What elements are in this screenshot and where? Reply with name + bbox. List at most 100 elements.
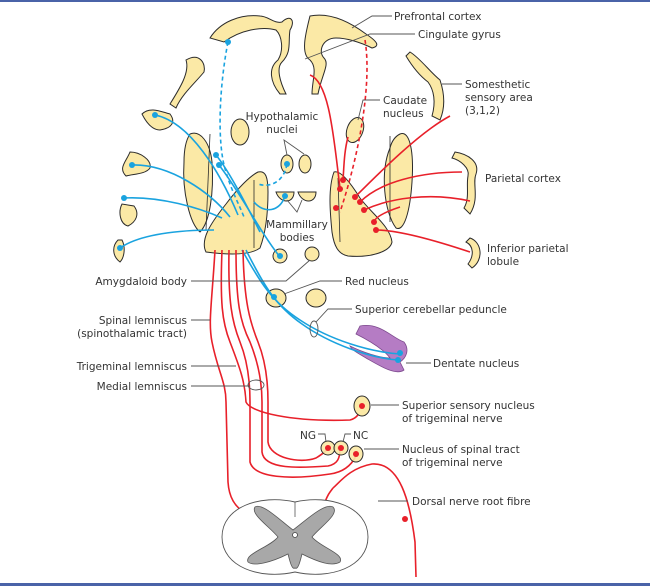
right-hemisphere <box>304 14 481 269</box>
dorsal-root-ganglion-cell <box>402 516 408 522</box>
leader <box>315 308 352 323</box>
label-somesthetic: Somesthetic <box>465 79 531 91</box>
red-neuron-body <box>352 194 358 200</box>
labels: Prefrontal cortex Cingulate gyrus Somest… <box>76 11 569 508</box>
blue-neuron-body <box>213 152 219 158</box>
red-fibre-parietal-1 <box>359 171 463 203</box>
red-neuron-body <box>333 205 339 211</box>
blue-neuron-body <box>121 195 127 201</box>
red-nucleus-right <box>305 288 327 308</box>
peduncle-ring <box>309 320 319 338</box>
label-spinal-tract-nucleus: Nucleus of spinal tract <box>402 444 520 456</box>
label-trigeminal-lemniscus: Trigeminal lemniscus <box>76 361 187 373</box>
internal-capsule-left <box>205 133 211 231</box>
label-amygdaloid-body: Amygdaloid body <box>95 276 187 288</box>
hypothalamic-nucleus-right <box>298 154 312 174</box>
label-caudate-nucleus: nucleus <box>383 108 424 120</box>
label-somesthetic: sensory area <box>465 92 533 104</box>
spinal-cord-section <box>221 499 369 575</box>
label-superior-sensory-nucleus: Superior sensory nucleus <box>402 400 535 412</box>
label-hypothalamic-nuclei: Hypothalamic <box>246 111 319 123</box>
blue-fibre-6 <box>218 164 281 258</box>
dentate-nucleus <box>349 324 408 373</box>
leader <box>304 33 415 60</box>
label-ng: NG <box>300 430 316 442</box>
red-trigeminal-fibre-1 <box>220 249 363 422</box>
blue-neuron-body <box>225 39 231 45</box>
cerebellar-pathways <box>117 39 403 363</box>
label-red-nucleus: Red nucleus <box>345 276 409 288</box>
blue-neuron-body <box>117 245 123 251</box>
somesthetic-gyrus <box>405 51 445 121</box>
blue-neuron-body <box>284 161 290 167</box>
red-fibre-parietal-2 <box>363 195 471 211</box>
leader <box>283 138 305 156</box>
gyrus-left-2 <box>141 109 174 131</box>
red-trigeminal-fibre-3 <box>235 249 341 469</box>
label-dentate-nucleus: Dentate nucleus <box>433 358 519 370</box>
caudate-right <box>345 116 365 144</box>
blue-neuron-body <box>397 350 403 356</box>
gyrus-left-4 <box>119 203 138 227</box>
thalamus-left <box>203 171 269 255</box>
label-spinal-lemniscus: Spinal lemniscus <box>99 315 187 327</box>
inferior-parietal-gyrus <box>465 237 481 269</box>
blue-peduncle-fibre-2 <box>245 249 399 361</box>
red-neuron-body <box>359 403 365 409</box>
red-fibre-caudate <box>342 136 349 181</box>
label-prefrontal-cortex: Prefrontal cortex <box>394 11 481 23</box>
leader <box>283 280 342 295</box>
gyrus-left-5 <box>113 239 125 263</box>
blue-fibre-1 <box>154 114 239 216</box>
blue-dashed-prefrontal <box>219 41 245 218</box>
label-inferior-parietal: Inferior parietal <box>487 243 568 255</box>
label-inferior-parietal: lobule <box>487 256 519 268</box>
leader <box>286 199 303 213</box>
leader <box>191 259 311 282</box>
red-dashed-cingulate <box>339 39 368 213</box>
medial-lemniscus-ring <box>247 379 265 391</box>
blue-dashed-hypothalamic <box>257 163 288 186</box>
leader <box>357 99 380 121</box>
label-mammillary-bodies: Mammillary <box>266 219 328 231</box>
label-nc: NC <box>353 430 368 442</box>
red-neuron-body <box>338 445 344 451</box>
blue-neuron-body <box>277 253 283 259</box>
red-neuron-body <box>353 451 359 457</box>
prefrontal-gyrus-left <box>209 15 293 95</box>
red-neuron-body <box>325 445 331 451</box>
label-hypothalamic-nuclei: nuclei <box>266 124 297 136</box>
blue-fibre-2 <box>131 164 231 218</box>
label-somesthetic: (3,1,2) <box>465 105 500 117</box>
leader <box>342 433 351 443</box>
blue-fibre-3 <box>123 196 223 219</box>
leader-lines <box>191 15 462 502</box>
blue-peduncle-fibre-1 <box>241 249 401 355</box>
central-canal <box>292 532 298 538</box>
red-neuron-body <box>340 177 346 183</box>
label-caudate-nucleus: Caudate <box>383 95 427 107</box>
label-cingulate-gyrus: Cingulate gyrus <box>418 29 501 41</box>
gyrus-left-1 <box>169 56 205 109</box>
leader <box>318 433 327 443</box>
red-trigeminal-fibre-4 <box>242 249 329 462</box>
red-neuron-body <box>373 227 379 233</box>
red-neuron-body <box>361 207 367 213</box>
label-spinal-tract-nucleus: of trigeminal nerve <box>402 457 503 469</box>
caudate-left <box>230 118 250 146</box>
label-spinal-lemniscus: (spinothalamic tract) <box>77 328 187 340</box>
label-superior-sensory-nucleus: of trigeminal nerve <box>402 413 503 425</box>
label-medial-lemniscus: Medial lemniscus <box>97 381 187 393</box>
blue-neuron-body <box>282 193 288 199</box>
label-dorsal-nerve-root: Dorsal nerve root fibre <box>412 496 531 508</box>
blue-fibre-4 <box>119 229 215 249</box>
label-parietal-cortex: Parietal cortex <box>485 173 561 185</box>
blue-neuron-body <box>129 162 135 168</box>
parietal-gyrus <box>451 151 478 215</box>
label-superior-cerebellar-peduncle: Superior cerebellar peduncle <box>355 304 507 316</box>
red-neuron-body <box>371 219 377 225</box>
red-fibre-inferior-parietal <box>375 229 471 253</box>
blue-neuron-body <box>152 112 158 118</box>
